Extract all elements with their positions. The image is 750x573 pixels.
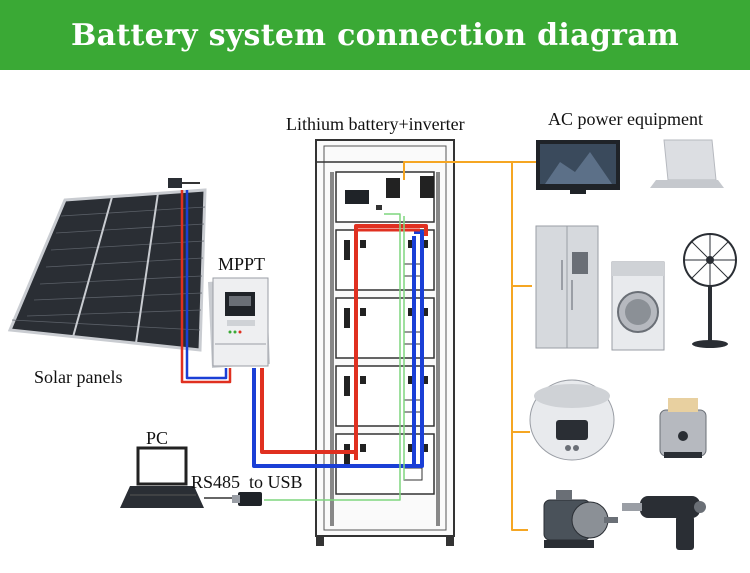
toaster-icon [659,398,707,458]
rs485-label: RS485 to USB [191,472,303,492]
ac-equipment-label: AC power equipment [548,109,703,129]
solar-negative-wire [185,190,228,380]
battery-cabinet-icon [315,139,455,546]
rice-cooker-icon [529,379,615,461]
comm-wire [264,213,401,501]
pc-label: PC [146,428,169,448]
drill-icon [622,496,706,550]
title-banner: Battery system connection diagram [0,0,750,70]
tv-icon [536,140,620,194]
laptop-icon [120,446,204,508]
usb-adapter-icon [204,492,262,506]
mppt-label: MPPT [218,254,266,274]
solar-positive-wire [180,190,232,384]
refrigerator-icon [535,225,599,349]
diagram-title: Battery system connection diagram [70,18,680,53]
dc-negative-wire [252,230,424,468]
junction-box [168,178,182,188]
mppt-controller-icon [208,277,270,368]
fan-icon [683,233,737,348]
washing-machine-icon [611,261,665,351]
battery-inverter-label: Lithium battery+inverter [286,114,465,134]
solar-panel-icon [7,178,207,352]
laptop-computer-icon [650,139,724,188]
solar-panels-label: Solar panels [34,367,123,387]
electric-motor-icon [543,490,618,548]
